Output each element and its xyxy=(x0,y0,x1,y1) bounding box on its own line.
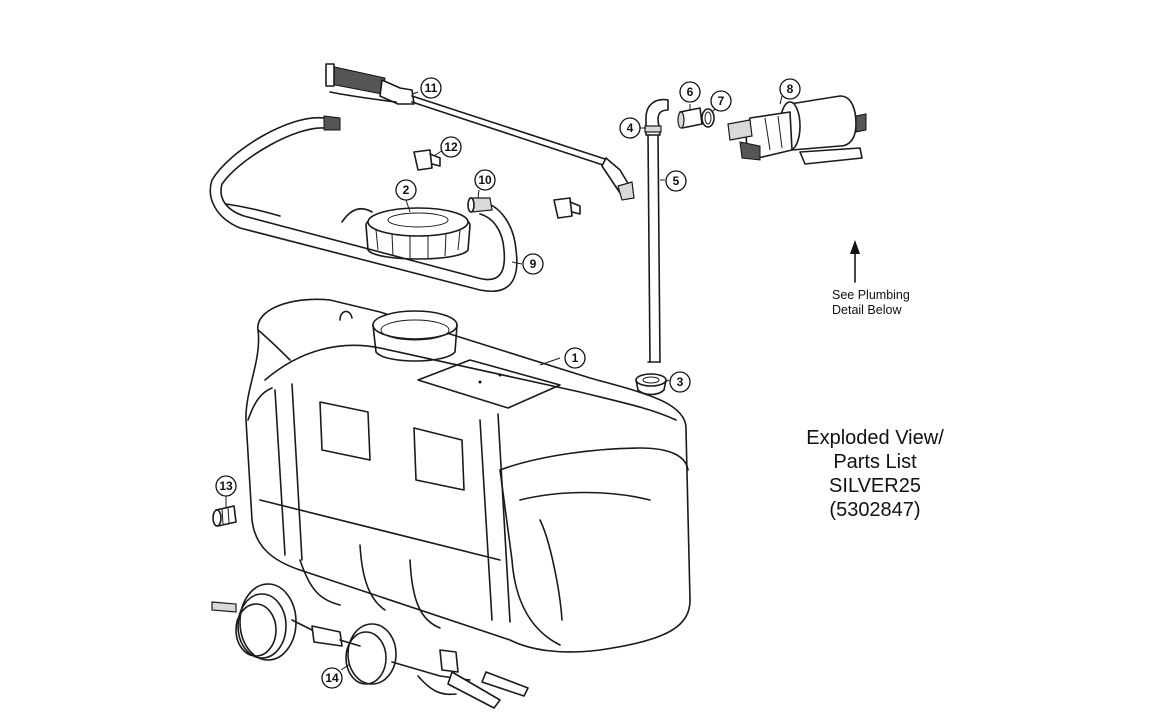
callout-6: 6 xyxy=(679,81,701,103)
hose-barb-part-10 xyxy=(467,197,493,213)
callout-3: 3 xyxy=(669,371,691,393)
elbow-part-4 xyxy=(644,98,669,136)
callout-10: 10 xyxy=(474,169,496,191)
note-line-1: See Plumbing xyxy=(832,288,910,302)
lid-part-2 xyxy=(341,207,471,260)
svg-text:10: 10 xyxy=(478,173,492,187)
svg-text:7: 7 xyxy=(718,94,725,108)
callout-7: 7 xyxy=(710,90,732,112)
svg-text:13: 13 xyxy=(219,479,233,493)
svg-text:1: 1 xyxy=(572,351,579,365)
title-line-1: Exploded View/ xyxy=(806,427,944,449)
tank-part-1 xyxy=(245,298,691,653)
pump-part-8 xyxy=(727,95,867,165)
svg-text:4: 4 xyxy=(627,121,634,135)
hose-part-9 xyxy=(209,115,518,292)
spray-wand-part-11 xyxy=(325,63,635,201)
svg-text:5: 5 xyxy=(673,174,680,188)
diagram-title: Exploded View/ Parts List SILVER25 (5302… xyxy=(760,426,990,522)
svg-text:6: 6 xyxy=(687,85,694,99)
callout-13: 13 xyxy=(215,475,237,497)
callout-11: 11 xyxy=(420,77,442,99)
callout-4: 4 xyxy=(619,117,641,139)
callout-5: 5 xyxy=(665,170,687,192)
title-line-2: Parts List xyxy=(833,451,917,473)
power-cord-part-14 xyxy=(211,583,529,709)
plumbing-detail-arrow xyxy=(850,240,860,283)
callout-2: 2 xyxy=(395,179,417,201)
fitting-part-6 xyxy=(677,107,703,129)
svg-text:12: 12 xyxy=(444,140,458,154)
callout-9: 9 xyxy=(522,253,544,275)
svg-text:8: 8 xyxy=(787,82,794,96)
suction-tube-part-5 xyxy=(647,134,661,363)
svg-text:3: 3 xyxy=(677,375,684,389)
callout-8: 8 xyxy=(779,78,801,100)
clip-part-12 xyxy=(413,149,581,219)
callout-14: 14 xyxy=(321,667,343,689)
title-line-3: SILVER25 xyxy=(829,475,921,497)
callout-1: 1 xyxy=(564,347,586,369)
clamp-part-7 xyxy=(701,108,715,128)
drain-plug-part-13 xyxy=(212,505,237,527)
callout-12: 12 xyxy=(440,136,462,158)
svg-text:11: 11 xyxy=(425,81,438,95)
grommet-part-3 xyxy=(635,373,667,396)
title-line-4: (5302847) xyxy=(829,499,921,521)
svg-text:9: 9 xyxy=(530,257,537,271)
svg-text:2: 2 xyxy=(403,183,410,197)
svg-text:14: 14 xyxy=(325,671,339,685)
leader-lines xyxy=(225,91,783,671)
note-line-2: Detail Below xyxy=(832,303,902,317)
plumbing-detail-note: See Plumbing Detail Below xyxy=(832,288,910,318)
